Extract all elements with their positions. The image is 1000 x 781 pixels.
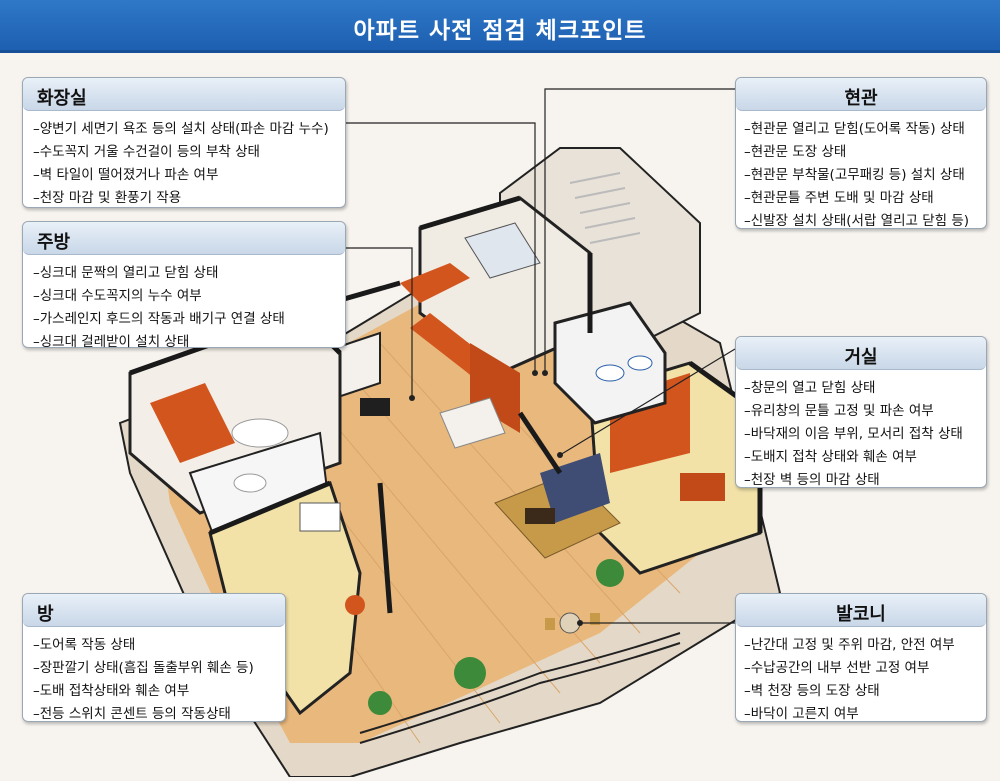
room-header: 방 — [23, 594, 285, 627]
study-desk — [680, 473, 725, 501]
list-item: –창문의 열고 닫힘 상태 — [744, 380, 876, 396]
living-heading: 거실 — [844, 347, 878, 368]
list-item: –싱크대 문짝의 열리고 닫힘 상태 — [33, 265, 219, 281]
list-item: –가스레인지 후드의 작동과 배기구 연결 상태 — [33, 311, 285, 327]
callout-lines — [322, 88, 736, 626]
balcony-plants — [368, 559, 624, 715]
room-list: –도어록 작동 상태 –장판깔기 상태(흠집 돌출부위 훼손 등) –도배 접착… — [33, 634, 254, 726]
list-item: –도배지 접착 상태와 훼손 여부 — [744, 449, 917, 465]
stair-steps — [569, 172, 641, 244]
kitchen-upper-cabinet — [400, 263, 470, 303]
list-item: –도어록 작동 상태 — [33, 637, 136, 653]
balcony-callout: 발코니 –난간대 고정 및 주위 마감, 안전 여부 –수납공간의 내부 선반 … — [735, 593, 987, 722]
toilet — [595, 364, 625, 382]
page-title: 아파트 사전 점검 체크포인트 — [353, 18, 647, 44]
living-callout: 거실 –창문의 열고 닫힘 상태 –유리창의 문틀 고정 및 파손 여부 –바닥… — [735, 336, 987, 488]
bedroom-lamp — [345, 595, 365, 615]
title-bar: 아파트 사전 점검 체크포인트 — [0, 0, 1000, 53]
list-item: –현관문틀 주변 도배 및 마감 상태 — [744, 190, 934, 206]
list-item: –바닥재의 이음 부위, 모서리 접착 상태 — [744, 426, 963, 442]
list-item: –수납공간의 내부 선반 고정 여부 — [744, 660, 930, 676]
list-item: –난간대 고정 및 주위 마감, 안전 여부 — [744, 637, 955, 653]
list-item: –현관문 부착물(고무패킹 등) 설치 상태 — [744, 167, 965, 183]
list-item: –양변기 세면기 욕조 등의 설치 상태(파손 마감 누수) — [33, 121, 329, 137]
entrance-header: 현관 — [736, 78, 986, 111]
list-item: –전등 스위치 콘센트 등의 작동상태 — [33, 706, 231, 722]
bathtub — [231, 418, 289, 448]
kitchen-callout: 주방 –싱크대 문짝의 열리고 닫힘 상태 –싱크대 수도꼭지의 누수 여부 –… — [22, 221, 346, 350]
list-item: –천장 벽 등의 마감 상태 — [744, 472, 880, 488]
list-item: –도배 접착상태와 훼손 여부 — [33, 683, 190, 699]
room-callout: 방 –도어록 작동 상태 –장판깔기 상태(흠집 돌출부위 훼손 등) –도배 … — [22, 593, 286, 722]
coffee-table — [525, 508, 555, 524]
living-list: –창문의 열고 닫힘 상태 –유리창의 문틀 고정 및 파손 여부 –바닥재의 … — [744, 377, 963, 492]
list-item: –바닥이 고른지 여부 — [744, 706, 859, 722]
kitchen-heading: 주방 — [37, 232, 71, 253]
bathroom-list: –양변기 세면기 욕조 등의 설치 상태(파손 마감 누수) –수도꼭지 거울 … — [33, 118, 329, 210]
list-item: –수도꼭지 거울 수건걸이 등의 부착 상태 — [33, 144, 260, 160]
bathroom-callout: 화장실 –양변기 세면기 욕조 등의 설치 상태(파손 마감 누수) –수도꼭지… — [22, 77, 346, 208]
list-item: –천장 마감 및 환풍기 작용 — [33, 190, 182, 206]
kitchen-header: 주방 — [23, 222, 345, 255]
washbasin — [233, 473, 267, 493]
list-item: –벽 천장 등의 도장 상태 — [744, 683, 880, 699]
basin-right — [627, 355, 653, 371]
list-item: –싱크대 걸레받이 설치 상태 — [33, 334, 190, 350]
list-item: –신발장 설치 상태(서랍 열리고 닫힘 등) — [744, 213, 970, 229]
bathroom-heading: 화장실 — [37, 88, 87, 109]
room-heading: 방 — [37, 604, 54, 625]
list-item: –싱크대 수도꼭지의 누수 여부 — [33, 288, 202, 304]
bathroom-header: 화장실 — [23, 78, 345, 111]
bedroom-picture — [299, 502, 341, 532]
list-item: –장판깔기 상태(흠집 돌출부위 훼손 등) — [33, 660, 254, 676]
entrance-callout: 현관 –현관문 열리고 닫힘(도어록 작동) 상태 –현관문 도장 상태 –현관… — [735, 77, 987, 229]
list-item: –현관문 열리고 닫힘(도어록 작동) 상태 — [744, 121, 965, 137]
list-item: –유리창의 문틀 고정 및 파손 여부 — [744, 403, 934, 419]
living-header: 거실 — [736, 337, 986, 370]
kitchen-island — [439, 397, 506, 449]
kitchen-list: –싱크대 문짝의 열리고 닫힘 상태 –싱크대 수도꼭지의 누수 여부 –가스레… — [33, 262, 285, 354]
list-item: –벽 타일이 떨어졌거나 파손 여부 — [33, 167, 219, 183]
list-item: –현관문 도장 상태 — [744, 144, 847, 160]
entrance-tile — [464, 222, 541, 279]
entrance-heading: 현관 — [844, 88, 878, 109]
entrance-list: –현관문 열리고 닫힘(도어록 작동) 상태 –현관문 도장 상태 –현관문 부… — [744, 118, 969, 233]
bathroom-cabinet — [150, 383, 235, 463]
balcony-list: –난간대 고정 및 주위 마감, 안전 여부 –수납공간의 내부 선반 고정 여… — [744, 634, 955, 726]
bathroom-right — [553, 301, 667, 425]
dining-table — [360, 398, 390, 416]
balcony-heading: 발코니 — [836, 604, 886, 625]
balcony-railing — [359, 632, 681, 744]
balcony-header: 발코니 — [736, 594, 986, 627]
